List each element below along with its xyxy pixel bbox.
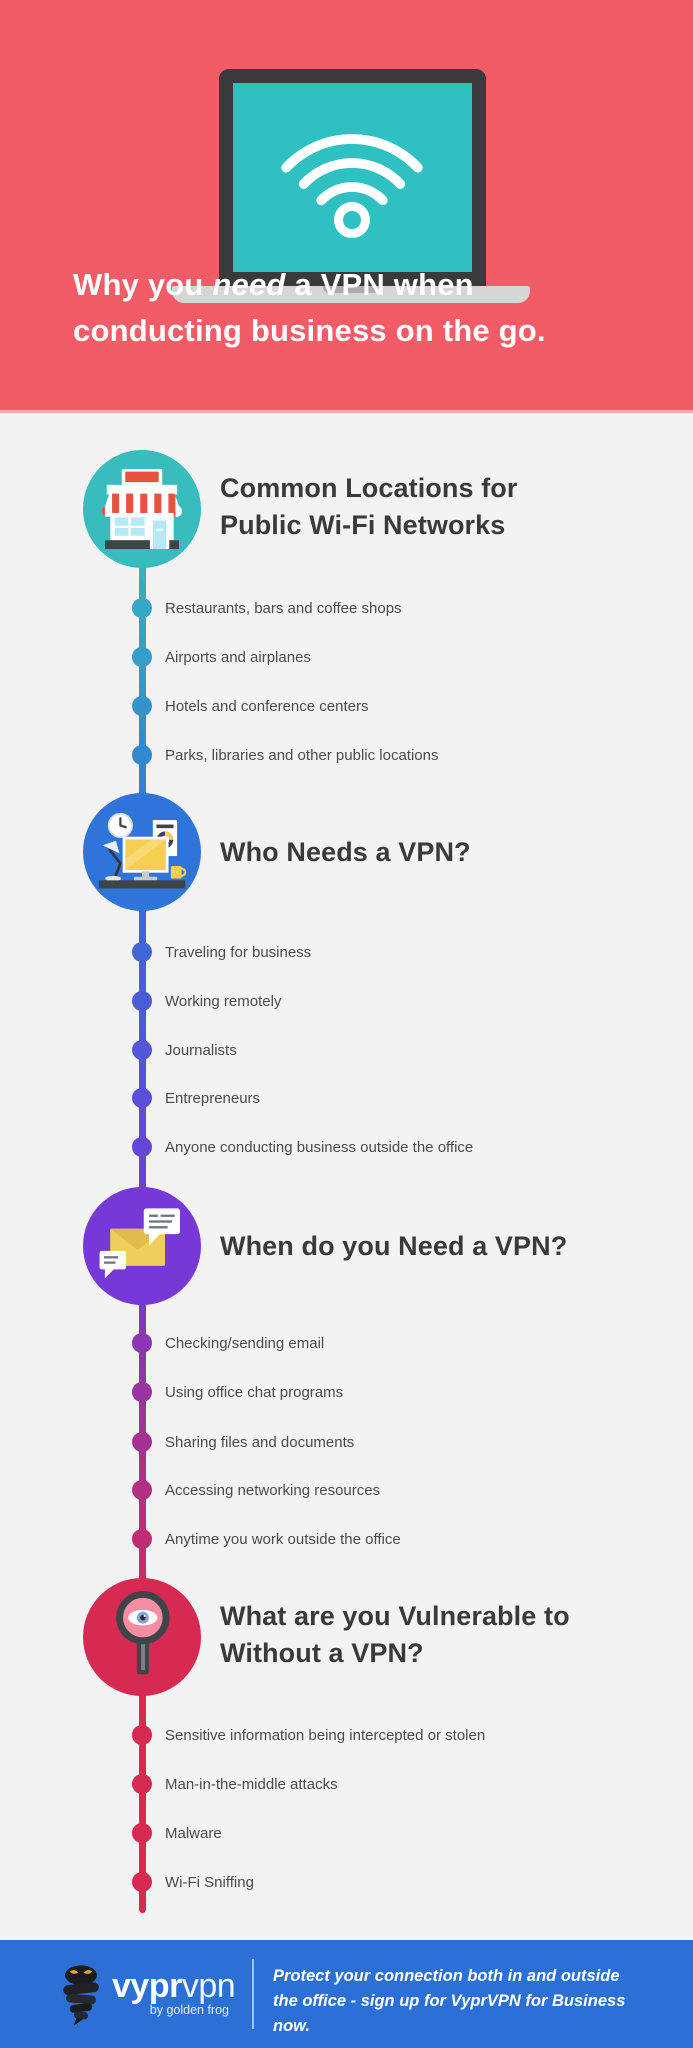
list-item: Sensitive information being intercepted …	[132, 1724, 485, 1746]
timeline-bullet	[132, 1823, 152, 1843]
list-item-label: Using office chat programs	[165, 1383, 344, 1401]
list-item-label: Traveling for business	[165, 943, 312, 961]
list-item: Checking/sending email	[132, 1332, 324, 1354]
list-item: Wi-Fi Sniffing	[132, 1871, 254, 1893]
workstation-desk-icon	[98, 812, 187, 889]
section-circle-when	[83, 1187, 201, 1305]
section-title-when: When do you Need a VPN?	[220, 1228, 567, 1265]
laptop-illustration	[219, 69, 486, 286]
timeline-bullet	[132, 1040, 152, 1060]
section-title-line: Public Wi-Fi Networks	[220, 510, 506, 540]
list-item-label: Journalists	[165, 1041, 237, 1059]
footer-divider	[252, 1959, 254, 2029]
timeline-bullet	[132, 1529, 152, 1549]
list-item: Malware	[132, 1822, 222, 1844]
timeline-line	[139, 450, 146, 1913]
list-item-label: Airports and airplanes	[165, 648, 311, 666]
vyprvpn-logo: vyprvpn	[112, 1967, 236, 2005]
list-item: Entrepreneurs	[132, 1087, 260, 1109]
list-item-label: Wi-Fi Sniffing	[165, 1873, 254, 1891]
footer-band	[0, 1940, 693, 2048]
laptop-notch	[323, 286, 379, 293]
list-item: Anyone conducting business outside the o…	[132, 1136, 473, 1158]
section-title-who: Who Needs a VPN?	[220, 834, 471, 871]
list-item: Hotels and conference centers	[132, 695, 368, 717]
timeline-bullet	[132, 696, 152, 716]
section-title-locations: Common Locations for Public Wi-Fi Networ…	[220, 470, 518, 544]
timeline-bullet	[132, 598, 152, 618]
logo-text-vpn: vpn	[181, 1967, 236, 2005]
email-chat-icon	[99, 1208, 181, 1279]
list-item: Using office chat programs	[132, 1381, 343, 1403]
storefront-icon	[101, 468, 183, 550]
list-item: Anytime you work outside the office	[132, 1528, 401, 1550]
section-circle-vulnerable	[83, 1578, 201, 1696]
list-item: Working remotely	[132, 990, 281, 1012]
list-item: Airports and airplanes	[132, 646, 311, 668]
list-item: Traveling for business	[132, 941, 311, 963]
list-item-label: Hotels and conference centers	[165, 697, 369, 715]
section-title-line: Without a VPN?	[220, 1638, 424, 1668]
section-title-line: Common Locations for	[220, 473, 518, 503]
list-item: Man-in-the-middle attacks	[132, 1773, 338, 1795]
logo-subtitle: by golden frog	[149, 2003, 229, 2017]
section-title-line: What are you Vulnerable to	[220, 1601, 570, 1631]
page-title: Why you need a VPN when conducting busine…	[73, 262, 658, 354]
timeline-bullet	[132, 1774, 152, 1794]
title-line2: conducting business on the go.	[73, 313, 546, 348]
title-emphasis: need	[212, 267, 286, 302]
list-item-label: Accessing networking resources	[165, 1481, 381, 1499]
list-item-label: Working remotely	[165, 992, 282, 1010]
list-item-label: Parks, libraries and other public locati…	[165, 746, 439, 764]
timeline-bullet	[132, 1088, 152, 1108]
title-pre: Why you	[73, 267, 213, 302]
list-item-label: Malware	[165, 1824, 222, 1842]
timeline-bullet	[132, 1333, 152, 1353]
timeline-body	[0, 413, 693, 1940]
section-title-vulnerable: What are you Vulnerable to Without a VPN…	[220, 1598, 570, 1672]
section-title-line: When do you Need a VPN?	[220, 1231, 568, 1261]
timeline-bullet	[132, 942, 152, 962]
title-post: a VPN when	[285, 267, 474, 302]
timeline-bullet	[132, 1872, 152, 1892]
section-title-line: Who Needs a VPN?	[220, 837, 471, 867]
timeline-bullet	[132, 1432, 152, 1452]
wifi-icon	[281, 134, 423, 238]
list-item: Sharing files and documents	[132, 1431, 354, 1453]
section-circle-who	[83, 793, 201, 911]
list-item: Parks, libraries and other public locati…	[132, 744, 438, 766]
footer-tagline: Protect your connection both in and outs…	[273, 1967, 626, 2035]
header-band: Why you need a VPN when conducting busine…	[0, 0, 693, 413]
list-item-label: Anytime you work outside the office	[165, 1530, 401, 1548]
list-item: Restaurants, bars and coffee shops	[132, 597, 402, 619]
list-item-label: Sensitive information being intercepted …	[165, 1726, 486, 1744]
header-separator	[0, 410, 693, 413]
section-circle-locations	[83, 450, 201, 568]
list-item-label: Restaurants, bars and coffee shops	[165, 599, 402, 617]
list-item-label: Man-in-the-middle attacks	[165, 1775, 338, 1793]
timeline-bullet	[132, 1382, 152, 1402]
laptop-base	[172, 286, 530, 303]
timeline-bullet	[132, 745, 152, 765]
laptop-screen	[233, 83, 472, 272]
timeline-bullet	[132, 1480, 152, 1500]
timeline-bullet	[132, 991, 152, 1011]
list-item: Journalists	[132, 1039, 237, 1061]
list-item-label: Sharing files and documents	[165, 1433, 355, 1451]
timeline-bullet	[132, 1725, 152, 1745]
logo-text-vypr: vypr	[112, 1967, 182, 2005]
timeline-bullet	[132, 1137, 152, 1157]
magnifier-eye-icon	[116, 1591, 170, 1675]
list-item: Accessing networking resources	[132, 1479, 380, 1501]
timeline-bullet	[132, 647, 152, 667]
list-item-label: Entrepreneurs	[165, 1089, 261, 1107]
list-item-label: Checking/sending email	[165, 1334, 325, 1352]
golden-frog-snake-icon	[63, 1965, 99, 2026]
list-item-label: Anyone conducting business outside the o…	[165, 1138, 474, 1156]
